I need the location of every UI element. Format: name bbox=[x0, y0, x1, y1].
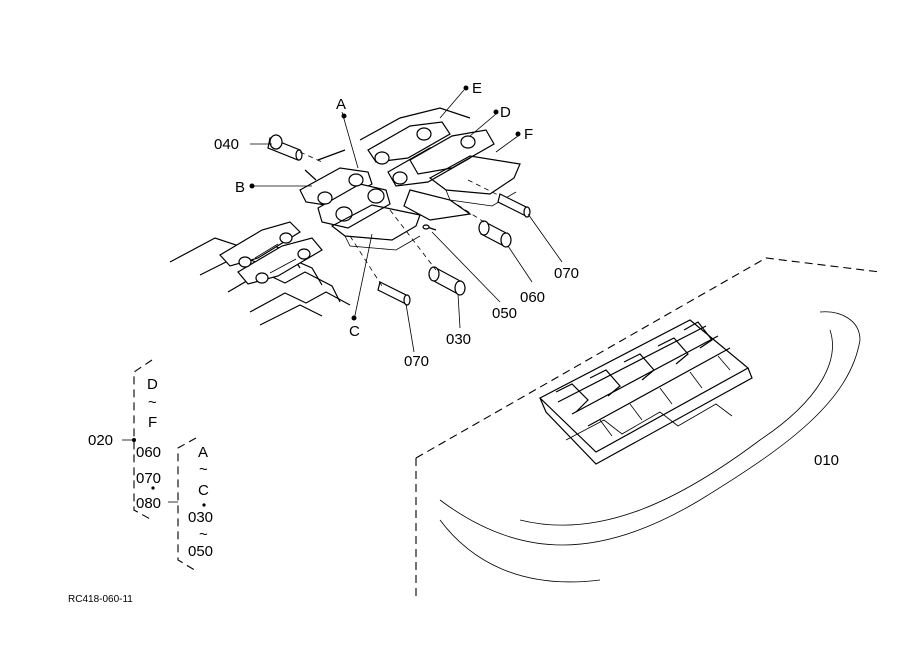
legend-tilde-3: ~ bbox=[199, 526, 208, 543]
pin-040 bbox=[267, 134, 303, 161]
callout-c: C bbox=[349, 323, 360, 340]
callout-b: B bbox=[235, 179, 245, 196]
split-pin-050 bbox=[422, 224, 437, 231]
pin-070-left bbox=[377, 281, 411, 306]
leader-lines bbox=[250, 89, 563, 353]
pin-070-right bbox=[497, 193, 531, 218]
legend-d: D bbox=[147, 376, 158, 393]
leader-dots bbox=[249, 85, 521, 321]
bushing-030 bbox=[428, 266, 466, 296]
callout-050: 050 bbox=[492, 305, 517, 322]
callout-f: F bbox=[524, 126, 533, 143]
legend-020: 020 bbox=[88, 432, 113, 449]
callout-030: 030 bbox=[446, 331, 471, 348]
legend-tilde-1: ~ bbox=[148, 394, 157, 411]
legend-030: 030 bbox=[188, 509, 213, 526]
callout-070-left: 070 bbox=[404, 353, 429, 370]
kit-legend bbox=[122, 359, 206, 573]
callout-060: 060 bbox=[520, 289, 545, 306]
legend-a: A bbox=[198, 444, 208, 461]
legend-f: F bbox=[148, 414, 157, 431]
callout-040: 040 bbox=[214, 136, 239, 153]
callout-d: D bbox=[500, 104, 511, 121]
callout-a: A bbox=[336, 96, 346, 113]
drawing-code: RC418-060-11 bbox=[68, 594, 133, 605]
legend-050: 050 bbox=[188, 543, 213, 560]
callout-070-right: 070 bbox=[554, 265, 579, 282]
crawler-track-010 bbox=[415, 257, 881, 596]
legend-070: 070 bbox=[136, 470, 161, 487]
bushing-060 bbox=[478, 220, 512, 248]
callout-010: 010 bbox=[814, 452, 839, 469]
track-link-assembly bbox=[169, 107, 521, 326]
legend-060: 060 bbox=[136, 444, 161, 461]
legend-tilde-2: ~ bbox=[199, 461, 208, 478]
legend-c: C bbox=[198, 482, 209, 499]
legend-080: 080 bbox=[136, 495, 161, 512]
callout-e: E bbox=[472, 80, 482, 97]
